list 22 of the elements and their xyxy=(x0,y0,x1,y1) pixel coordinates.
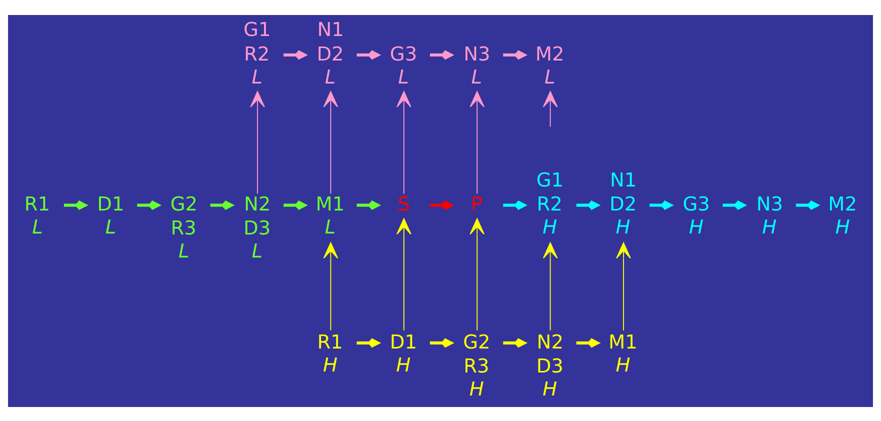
node-text: R1 H xyxy=(317,330,343,376)
node-text: N3 H xyxy=(756,192,784,238)
node-text: N2 D3 H xyxy=(536,330,564,400)
node-text: M2 H xyxy=(828,192,858,238)
node-text: G2 R3 L xyxy=(170,192,198,262)
node-text: G2 R3 H xyxy=(463,330,490,400)
node-text: P xyxy=(470,192,482,216)
node-text: G1 R2 L xyxy=(244,18,271,88)
node-text: G1 R2 H xyxy=(536,168,564,238)
node-text: D1 L xyxy=(97,192,124,238)
node-text: G3 L xyxy=(390,42,418,88)
node-text: M1 L xyxy=(316,192,345,238)
node-text: N1 D2 L xyxy=(316,18,344,88)
node-text: G3 H xyxy=(682,192,710,238)
node-text: D1 H xyxy=(390,330,418,376)
node-text: R1 L xyxy=(24,192,50,238)
node-text: N3 L xyxy=(464,42,490,88)
node-text: S xyxy=(398,192,410,216)
node-text: M1 H xyxy=(608,330,638,376)
node-text: N2 D3 L xyxy=(244,192,271,262)
node-text: M2 L xyxy=(535,42,564,88)
node-text: N1 D2 H xyxy=(610,168,637,238)
